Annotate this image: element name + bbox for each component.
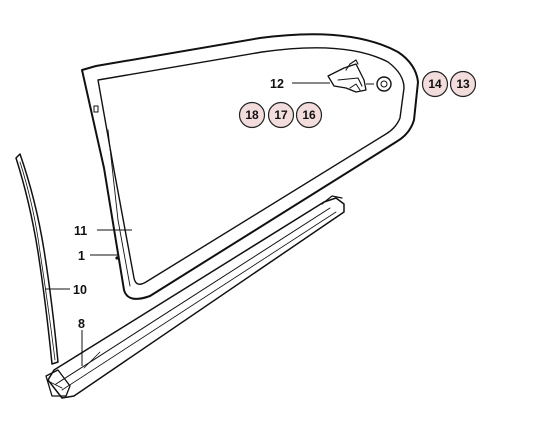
label-1: 1	[78, 249, 85, 263]
window-seal-inner	[97, 47, 405, 285]
badge-14: 14	[421, 70, 449, 98]
bolt-part	[376, 76, 392, 92]
window-glass-outer	[81, 33, 419, 300]
badge-18: 18	[238, 101, 266, 129]
vertical-strip	[15, 153, 59, 365]
label-11: 11	[74, 224, 87, 238]
glass-screw-marker	[93, 105, 99, 113]
badge-17: 17	[267, 101, 295, 129]
label-12: 12	[270, 77, 284, 91]
svg-text:18: 18	[245, 108, 259, 122]
window-glass-edge	[107, 129, 131, 287]
svg-text:17: 17	[274, 108, 288, 122]
badge-16: 16	[295, 101, 323, 129]
seal-strip	[45, 195, 345, 399]
label-10: 10	[73, 283, 87, 297]
label-8: 8	[78, 317, 85, 331]
badge-13: 13	[449, 70, 477, 98]
hinge-part	[327, 59, 374, 93]
svg-text:14: 14	[428, 77, 442, 91]
svg-text:16: 16	[302, 108, 316, 122]
vertical-strip-inner	[19, 161, 56, 361]
glass-detail-dot	[115, 256, 119, 260]
svg-text:13: 13	[456, 77, 470, 91]
